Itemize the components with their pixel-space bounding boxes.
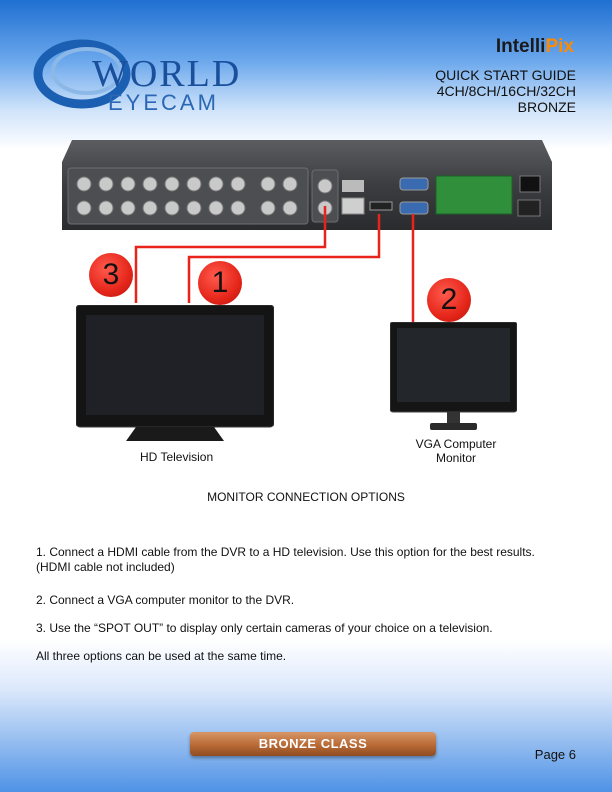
ethernet-port — [341, 197, 365, 215]
monitor-screen — [397, 328, 510, 402]
spot-out-connector — [317, 178, 333, 194]
tv-stand — [126, 427, 224, 441]
monitor-base — [430, 423, 477, 430]
hdmi-port — [369, 201, 393, 211]
callout-2: 2 — [427, 278, 471, 322]
callout-3: 3 — [89, 253, 133, 297]
diagram-caption: MONITOR CONNECTION OPTIONS — [207, 490, 405, 504]
dvr-back-panel — [62, 140, 552, 230]
world-eyecam-logo: WORLD EYECAM — [33, 39, 241, 115]
brand-pix: Pix — [545, 36, 574, 57]
alarm-terminal-block — [435, 175, 513, 215]
logo-eyecam-text: EYECAM — [108, 90, 219, 115]
monitor-label-line2: Monitor — [435, 451, 476, 465]
hd-television-image — [76, 305, 274, 441]
header-text: QUICK START GUIDE 4CH/8CH/16CH/32CH BRON… — [435, 67, 576, 115]
usb-port — [342, 180, 364, 192]
rs232-port — [399, 177, 429, 191]
monitor-label: VGA Computer Monitor — [408, 437, 504, 465]
tv-label: HD Television — [140, 450, 214, 464]
instruction-step-2: 2. Connect a VGA computer monitor to the… — [36, 593, 295, 607]
logo-swoosh-inner — [51, 47, 123, 95]
power-jack — [517, 199, 541, 217]
tv-screen — [86, 315, 264, 415]
instruction-step-1-note: (HDMI cable not included) — [36, 560, 175, 574]
edition-label: BRONZE — [517, 99, 576, 115]
instruction-note: All three options can be used at the sam… — [36, 649, 287, 663]
instruction-step-3: 3. Use the “SPOT OUT” to display only ce… — [36, 621, 493, 635]
brand-intelli: Intelli — [495, 36, 546, 57]
callout-1: 1 — [198, 261, 242, 305]
main-out-connector — [317, 200, 333, 216]
logo-swoosh — [33, 39, 131, 109]
bronze-class-badge: BRONZE CLASS — [190, 732, 436, 756]
monitor-label-line1: VGA Computer — [415, 437, 497, 451]
instruction-step-1: 1. Connect a HDMI cable from the DVR to … — [36, 545, 535, 559]
guide-title: QUICK START GUIDE — [435, 67, 576, 83]
intellipix-brand: IntelliPix — [496, 36, 574, 58]
channel-list: 4CH/8CH/16CH/32CH — [436, 83, 576, 99]
vga-port — [399, 201, 429, 215]
bnc-input-panel — [67, 167, 309, 225]
page-number: Page 6 — [534, 747, 576, 762]
power-switch — [519, 175, 541, 193]
monitor-neck — [447, 412, 460, 424]
vga-monitor-image — [390, 322, 517, 430]
logo-world-text: WORLD — [92, 53, 241, 95]
